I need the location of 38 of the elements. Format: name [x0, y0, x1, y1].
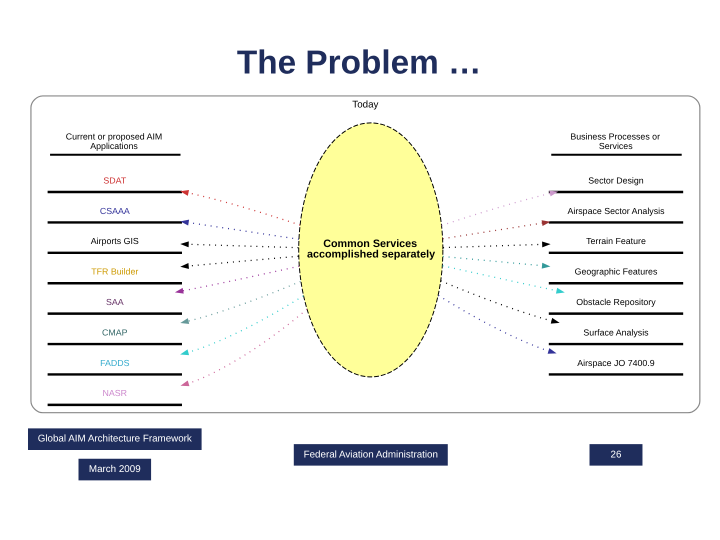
node-text: Terrain Feature: [586, 236, 646, 246]
label: Current or proposed AIM Applications: [66, 131, 162, 152]
node-text: Airspace JO 7400.9: [577, 358, 655, 368]
label: 26: [610, 449, 622, 460]
node-text: Obstacle Repository: [576, 297, 656, 308]
arrow: [180, 220, 299, 240]
label: Global AIM Architecture Framework: [38, 434, 192, 445]
label: March 2009: [88, 464, 141, 476]
arrow: [442, 256, 550, 269]
node-text: NASR: [102, 388, 128, 398]
arrow: [174, 266, 300, 294]
arrow: [180, 256, 298, 269]
label: Business Processes or Services: [570, 131, 660, 152]
node-text: Surface Analysis: [583, 327, 649, 338]
node-text: TFR Builder: [91, 266, 138, 277]
node-text: Geographic Features: [574, 266, 658, 277]
arrow: [180, 280, 301, 324]
arrow: [180, 190, 300, 226]
arrow: [443, 241, 551, 248]
node-text: FADDS: [100, 358, 130, 368]
node-text: Airspace Sector Analysis: [568, 206, 664, 216]
node-text: Airports GIS: [90, 236, 139, 246]
arrow: [180, 241, 298, 248]
label: Federal Aviation Administration: [304, 449, 438, 460]
arrow: [441, 190, 558, 226]
node-text: CMAP: [102, 327, 128, 338]
arrow: [180, 295, 304, 356]
arrow: [442, 220, 550, 240]
arrow: [180, 308, 308, 386]
node-ellipse: Common Services accomplished separately: [298, 122, 444, 378]
node-text: Sector Design: [588, 175, 644, 186]
diagram-title: The Problem …: [236, 44, 482, 82]
arrow: [442, 265, 565, 294]
node-text: SAA: [106, 297, 124, 308]
arrow: [438, 294, 557, 354]
node-text: CSAAA: [100, 206, 130, 216]
arrow: [440, 280, 560, 324]
node-text: SDAT: [103, 175, 126, 186]
